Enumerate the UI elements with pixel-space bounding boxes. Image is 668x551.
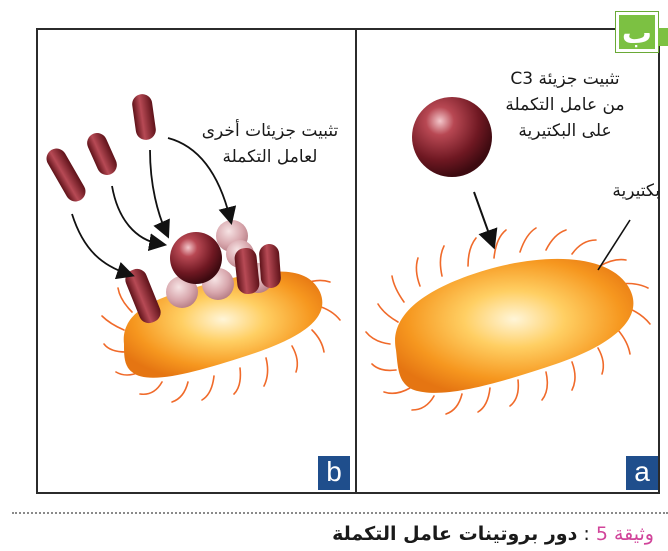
caption-label: وثيقة 5 bbox=[596, 523, 654, 545]
caption-title: دور بروتينات عامل التكملة bbox=[332, 523, 577, 545]
incoming-complement-rods bbox=[43, 93, 157, 205]
c3-fixation-label: تثبيت جزيئة C3 من عامل التكملة على البكت… bbox=[470, 66, 660, 144]
other-label-line-2: لعامل التكملة bbox=[188, 144, 352, 170]
other-molecules-label: تثبيت جزيئات أخرى لعامل التكملة bbox=[188, 118, 352, 170]
panel-a-badge: a bbox=[626, 456, 658, 490]
corner-badge: ب bbox=[616, 12, 658, 52]
figure-caption: وثيقة 5 : دور بروتينات عامل التكملة bbox=[332, 520, 654, 548]
bacterium-label: بكتيرية bbox=[560, 178, 660, 204]
other-label-line-1: تثبيت جزيئات أخرى bbox=[188, 118, 352, 144]
corner-tab bbox=[658, 28, 668, 46]
c3-label-line-3: على البكتيرية bbox=[470, 118, 660, 144]
caption-separator bbox=[12, 512, 668, 514]
c3-label-line-2: من عامل التكملة bbox=[470, 92, 660, 118]
panel-b-badge: b bbox=[318, 456, 350, 490]
c3-label-line-1: تثبيت جزيئة C3 bbox=[470, 66, 660, 92]
bacterium-pointer-line bbox=[598, 220, 630, 270]
c3-arrow bbox=[474, 192, 492, 242]
